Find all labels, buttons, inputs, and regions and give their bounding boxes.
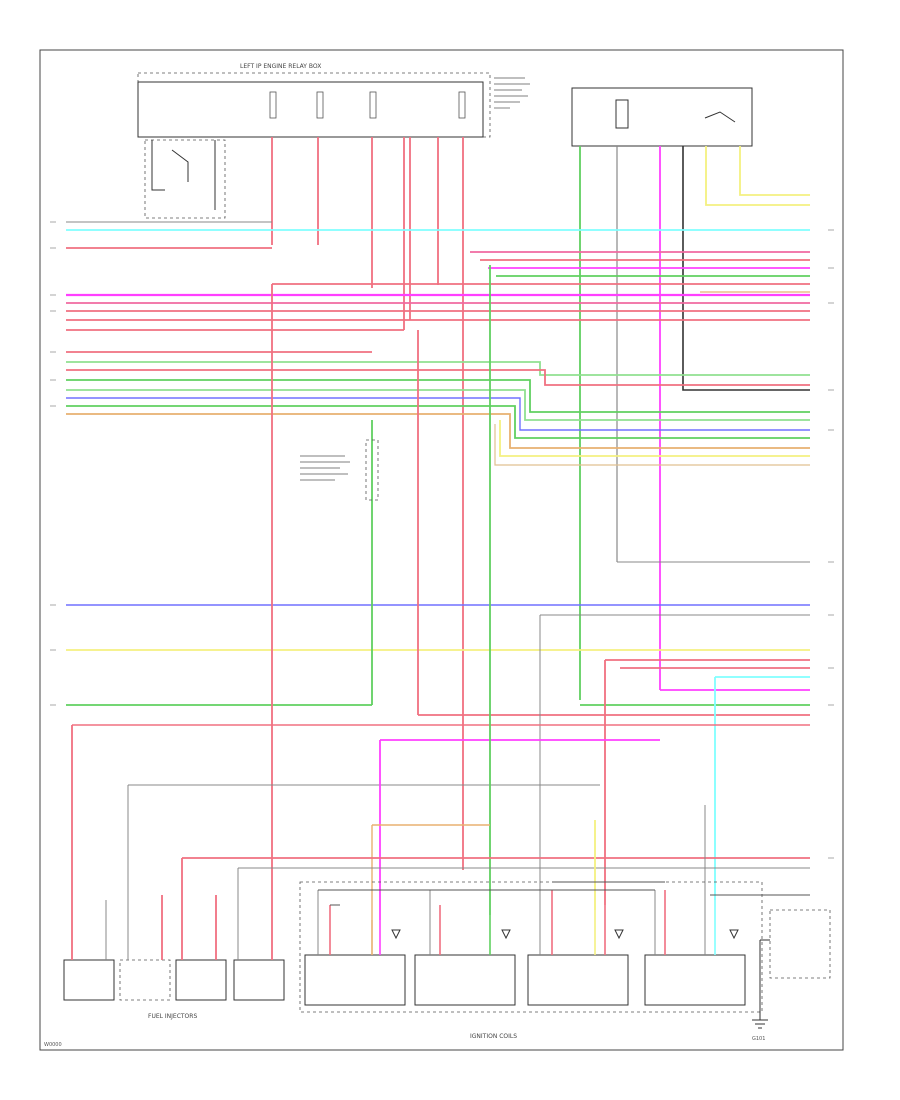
fuel-injector-1 (63, 959, 115, 1001)
relay-box-label: LEFT IP ENGINE RELAY BOX (240, 63, 321, 70)
diagram-border (39, 49, 844, 1051)
harness-lines (66, 221, 810, 716)
fuel-injectors-label: FUEL INJECTORS (148, 1013, 197, 1020)
ignition-coils (304, 954, 746, 1006)
coil-supply-lines (318, 881, 810, 906)
ground-component (752, 909, 831, 1029)
ignition-coil-4 (644, 954, 746, 1006)
junction-relay (615, 99, 629, 129)
right-pin-ticks (828, 229, 834, 859)
vertical-feeds (271, 137, 810, 870)
relay-box-outline (137, 72, 491, 138)
inline-connector (365, 439, 379, 501)
junction-block (571, 87, 753, 147)
coil-ground-symbols (391, 929, 739, 940)
page-id: W0000 (44, 1042, 62, 1048)
inline-connector-note (300, 455, 350, 481)
left-pin-ticks (50, 221, 56, 706)
ignition-coil-1 (304, 954, 406, 1006)
injector-pin-wires (71, 895, 273, 960)
junction-switch (704, 111, 736, 123)
body-vertical-wires (71, 265, 810, 920)
ignition-coils-label: IGNITION COILS (470, 1033, 517, 1040)
fuel-injector-3 (175, 959, 227, 1001)
ignition-coil-group (299, 881, 763, 1013)
fuel-injector-4 (233, 959, 285, 1001)
ground-label: G101 (752, 1036, 765, 1042)
relay-box-notes (494, 77, 530, 109)
ignition-coil-3 (527, 954, 629, 1006)
relay-fuses (269, 91, 466, 119)
coil-pin-wires (317, 890, 716, 955)
ignition-coil-2 (414, 954, 516, 1006)
left-switch-component (144, 139, 226, 219)
fuel-injector-2 (119, 959, 171, 1001)
relay-box-inner (137, 81, 484, 138)
fuel-injector-group (63, 959, 285, 1001)
